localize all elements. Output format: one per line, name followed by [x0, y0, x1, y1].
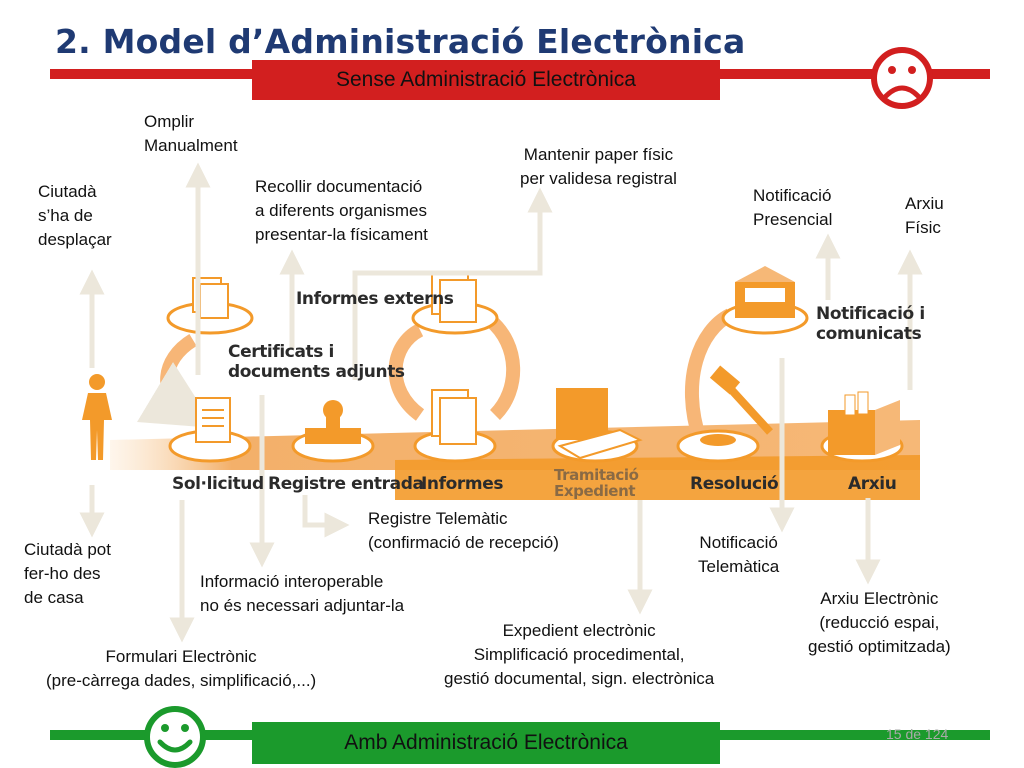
document-icon	[192, 277, 231, 443]
note-registre-telematic: Registre Telemàtic(confirmació de recepc…	[368, 509, 559, 552]
label-comunicats: comunicats	[816, 324, 922, 344]
person-icon	[82, 374, 112, 460]
label-certificats: Certificats i	[228, 342, 334, 362]
stage-label-informes: Informes	[421, 474, 504, 494]
stage-label-registre: Registre entrada	[268, 474, 424, 494]
stage-label-expedient: Expedient	[554, 482, 636, 500]
stage-label-arxiu: Arxiu	[848, 474, 897, 494]
envelope-icon	[735, 266, 795, 318]
note-formulari-electronic: Formulari Electrònic(pre-càrrega dades, …	[46, 647, 317, 690]
label-informes-externs: Informes externs	[296, 289, 454, 309]
reports-icon	[431, 271, 477, 445]
loop-arrow-informes-down	[485, 314, 521, 420]
stage-label-resolucio: Resolució	[690, 474, 779, 494]
stage-label-sollicitud: Sol·licitud	[172, 474, 264, 494]
loop-arrow-informes-up	[388, 323, 425, 421]
bottom-banner: Amb Administració Electrònica	[252, 722, 720, 764]
gavel-icon	[700, 365, 773, 446]
happy-face-icon	[144, 706, 206, 768]
sad-face-icon	[871, 47, 933, 109]
label-notificacio: Notificació i	[816, 304, 925, 324]
folder-icon	[556, 388, 643, 460]
stamp-icon	[305, 400, 361, 444]
loop-arrow-left	[136, 334, 215, 429]
top-banner: Sense Administració Electrònica	[252, 60, 720, 100]
page-number: 15 de 124	[886, 726, 949, 742]
loop-arrow-resolucio	[685, 308, 734, 443]
up-arrows	[79, 162, 923, 390]
stage-label-tramitacio: Tramitació	[554, 466, 639, 484]
page-title: 2. Model d’Administració Electrònica	[55, 22, 746, 61]
archive-icon	[828, 391, 900, 455]
label-documents-adjunts: documents adjunts	[228, 362, 405, 382]
down-arrows	[79, 358, 881, 643]
note-arxiu-electronic: Arxiu Electrònic(reducció espai,gestió o…	[808, 589, 951, 656]
